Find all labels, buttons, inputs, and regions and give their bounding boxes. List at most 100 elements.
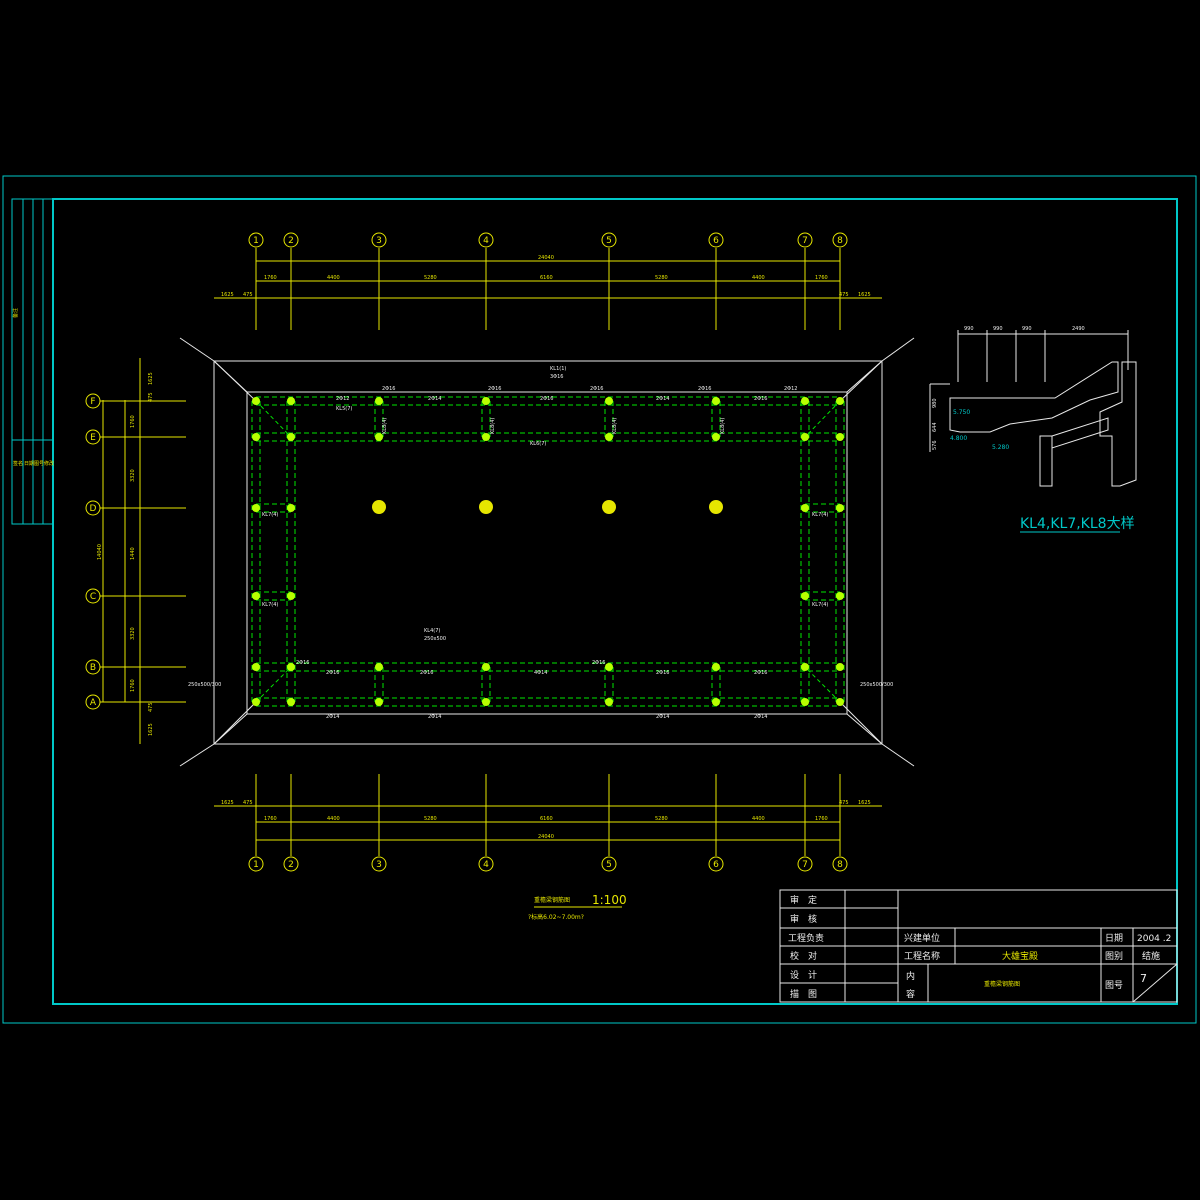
column-node <box>712 433 720 441</box>
top-right-inner: 475 <box>839 292 849 298</box>
column-node <box>375 698 383 706</box>
beam-label-top-7: 2Φ14 <box>656 396 669 402</box>
axis-label-col-1: 1 <box>253 236 259 246</box>
beam-label-size-3: 250x500/300 <box>188 682 221 688</box>
axis-bubble <box>832 856 848 872</box>
axis-bubble <box>283 232 299 248</box>
axis-bubble <box>85 500 101 516</box>
beam-label-kl7-a: KL7(4) <box>262 512 278 518</box>
axis-bubble <box>478 232 494 248</box>
column-node <box>836 504 844 512</box>
top-dim-7: 1760 <box>815 275 828 281</box>
bottom-right-overhang: 1625 <box>858 800 871 806</box>
column-node <box>836 698 844 706</box>
beam-label-top-2: 2Φ16 <box>382 386 395 392</box>
inner-column <box>479 500 493 514</box>
column-node <box>605 698 613 706</box>
axis-label-col-4: 4 <box>483 860 489 870</box>
axis-label-col-3: 3 <box>376 236 382 246</box>
column-node <box>801 504 809 512</box>
beam-label-top-4: 2Φ16 <box>488 386 501 392</box>
top-left-inner: 475 <box>243 292 253 298</box>
axis-label-col-8: 8 <box>837 860 843 870</box>
column-node <box>605 397 613 405</box>
column-node <box>482 698 490 706</box>
beam-label-kl7-b: KL7(4) <box>262 602 278 608</box>
beam-label-top-6: 2Φ16 <box>590 386 603 392</box>
axis-bubble <box>601 856 617 872</box>
inner-column <box>602 500 616 514</box>
axis-bubble <box>797 232 813 248</box>
top-dim-3: 5280 <box>424 275 437 281</box>
role-engineer: 工程负责 <box>788 932 824 944</box>
axis-label-row-B: B <box>90 663 96 673</box>
column-node <box>287 698 295 706</box>
bottom-dim-5: 5280 <box>655 816 668 822</box>
beam-label-bot-11: 2Φ14 <box>754 714 767 720</box>
beam-label-top-9: 2Φ16 <box>754 396 767 402</box>
side-strip-line-2: 日期 <box>24 461 34 467</box>
column-node <box>287 397 295 405</box>
detail-title: KL4,KL7,KL8大样 <box>1020 516 1135 532</box>
column-node <box>482 663 490 671</box>
beam-label-top-3: 2Φ14 <box>428 396 441 402</box>
bottom-left-inner: 475 <box>243 800 253 806</box>
beam-annotations: 2Φ12 KL5(7) 2Φ16 2Φ14 2Φ16 2Φ16 2Φ16 2Φ1… <box>188 366 893 720</box>
column-node <box>252 433 260 441</box>
role-proof: 校 对 <box>790 950 817 962</box>
inner-column <box>372 500 386 514</box>
column-node <box>712 698 720 706</box>
axis-label-row-C: C <box>90 592 96 602</box>
column-node <box>801 698 809 706</box>
beam-label-kl1: KL1(1) <box>550 366 566 372</box>
axis-bubble <box>85 393 101 409</box>
column-node <box>836 663 844 671</box>
plan-note: ?标高6.02~7.00m? <box>528 913 584 921</box>
column-node <box>605 663 613 671</box>
axis-bubble <box>371 232 387 248</box>
column-node <box>482 433 490 441</box>
beam-label-kl8-c: KL8(4) <box>612 418 618 434</box>
section-detail: 990 990 990 2490 980 644 576 5.750 4.800… <box>929 326 1137 533</box>
column-node <box>801 592 809 600</box>
axis-bubble <box>85 659 101 675</box>
column-node <box>605 433 613 441</box>
top-left-overhang: 1625 <box>221 292 234 298</box>
column-node <box>801 663 809 671</box>
hip-line <box>839 360 883 402</box>
detail-vert-1: 980 <box>932 398 938 408</box>
build-unit-label: 兴建单位 <box>904 932 940 944</box>
content: 重檐梁钢筋图 <box>984 980 1020 988</box>
plan-title: 重檐梁钢筋图 <box>534 896 570 904</box>
category-label: 图别 <box>1105 951 1123 962</box>
drawing-no-label: 图号 <box>1105 980 1123 991</box>
beam-label-top-5: 2Φ16 <box>540 396 553 402</box>
column-node <box>252 504 260 512</box>
bottom-dim-2: 4400 <box>327 816 340 822</box>
column-node <box>252 663 260 671</box>
axis-bubble <box>832 232 848 248</box>
axis-label-col-6: 6 <box>713 236 719 246</box>
detail-dim-3: 990 <box>1022 326 1032 332</box>
axis-bubble <box>708 232 724 248</box>
content-label-2: 容 <box>906 988 915 1000</box>
side-strip: 备注 签名 日期 图号 修改 <box>11 198 54 525</box>
axis-bubble <box>85 694 101 710</box>
beam-label-bot-5: 2Φ16 <box>592 660 605 666</box>
date: 2004 .2 <box>1137 934 1171 944</box>
column-node <box>375 663 383 671</box>
detail-elev-1: 5.750 <box>953 409 970 416</box>
top-dim-2: 4400 <box>327 275 340 281</box>
beam-label-bot-8: 2Φ14 <box>326 714 339 720</box>
beam-label-kl5: KL5(7) <box>336 406 352 412</box>
plan-title-block: 重檐梁钢筋图 1:100 ?标高6.02~7.00m? <box>528 893 627 921</box>
top-dim-4: 6160 <box>540 275 553 281</box>
column-node <box>712 397 720 405</box>
corner-beam <box>255 666 292 703</box>
column-node <box>287 433 295 441</box>
top-dim-1: 1760 <box>264 275 277 281</box>
bottom-left-overhang: 1625 <box>221 800 234 806</box>
axis-label-col-3: 3 <box>376 860 382 870</box>
detail-dim-2: 990 <box>993 326 1003 332</box>
